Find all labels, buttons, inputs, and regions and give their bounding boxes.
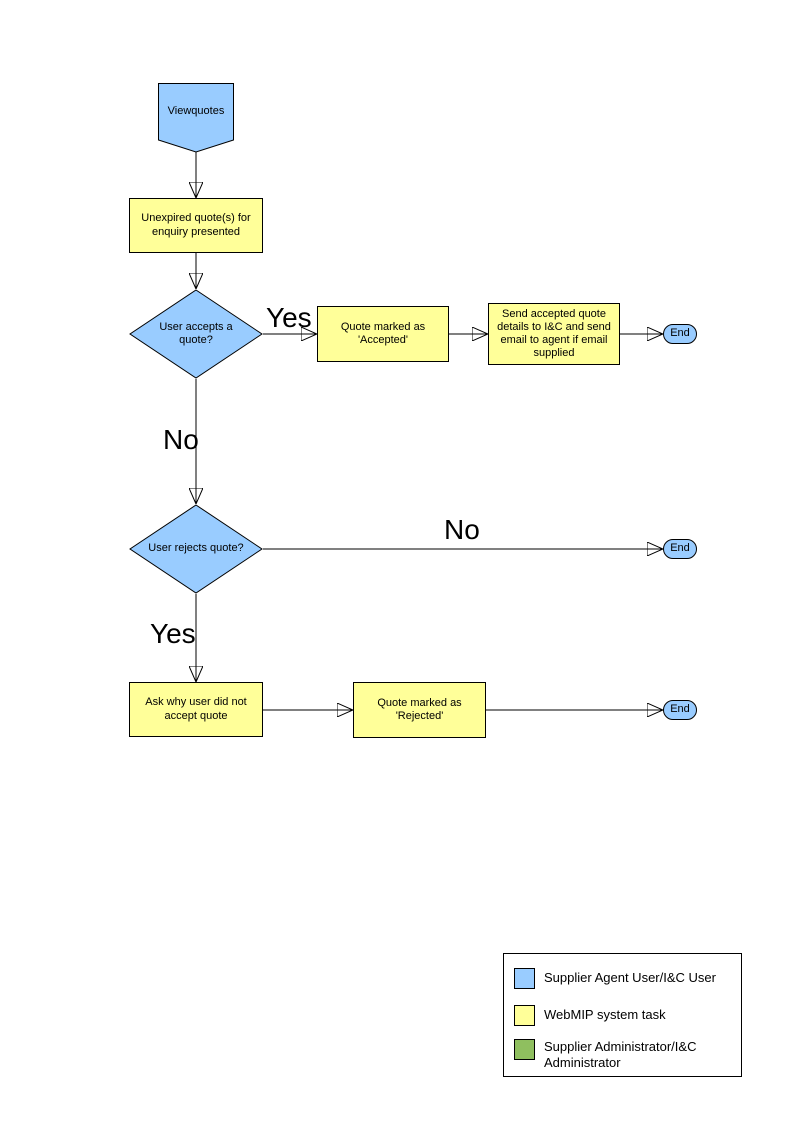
legend-label: Supplier Administrator/I&C Administrator [544,1039,697,1071]
end-node-rejected-path: End [663,700,697,720]
edge-label-reject-yes: Yes [150,618,196,649]
legend-row-webmip-task: WebMIP system task [514,1005,734,1026]
edge-label-accept-no: No [163,424,199,455]
task-send-details: Send accepted quote details to I&C and s… [488,303,620,365]
end-node-accept-path: End [663,324,697,344]
legend-swatch-green [514,1039,535,1060]
task-send-details-label: Send accepted quote details to I&C and s… [497,307,611,360]
edge-label-reject-no: No [444,514,480,545]
task-present-quotes-label: Unexpired quote(s) for enquiry presented [141,212,251,238]
task-mark-accepted: Quote marked as 'Accepted' [317,306,449,362]
task-ask-why-label: Ask why user did not accept quote [145,696,247,722]
task-mark-rejected-label: Quote marked as 'Rejected' [377,696,462,722]
decision-user-rejects-label: User rejects quote? [148,542,244,555]
diamond-shape [129,504,263,594]
end-node-label: End [670,542,690,555]
task-mark-rejected: Quote marked as 'Rejected' [353,682,486,738]
task-ask-why: Ask why user did not accept quote [129,682,263,737]
start-node-label: Viewquotes [167,104,225,117]
legend-row-supplier-admin: Supplier Administrator/I&C Administrator [514,1039,734,1072]
legend-box: Supplier Agent User/I&C User WebMIP syst… [503,953,742,1077]
start-node-viewquotes: Viewquotes [158,83,234,153]
end-node-label: End [670,327,690,340]
legend-swatch-yellow [514,1005,535,1026]
diamond-shape [129,289,263,379]
legend-swatch-blue [514,968,535,989]
task-present-quotes: Unexpired quote(s) for enquiry presented [129,198,263,253]
decision-user-accepts: User accepts a quote? [129,289,263,379]
end-node-reject-no-path: End [663,539,697,559]
legend-label: WebMIP system task [544,1007,666,1023]
legend-row-supplier-agent: Supplier Agent User/I&C User [514,968,734,989]
edge-label-accept-yes: Yes [266,302,312,333]
decision-user-rejects: User rejects quote? [129,504,263,594]
legend-label: Supplier Agent User/I&C User [544,970,716,986]
end-node-label: End [670,703,690,716]
task-mark-accepted-label: Quote marked as 'Accepted' [340,320,426,346]
pentagon-shape [158,83,234,153]
decision-user-accepts-label: User accepts a quote? [159,320,233,346]
